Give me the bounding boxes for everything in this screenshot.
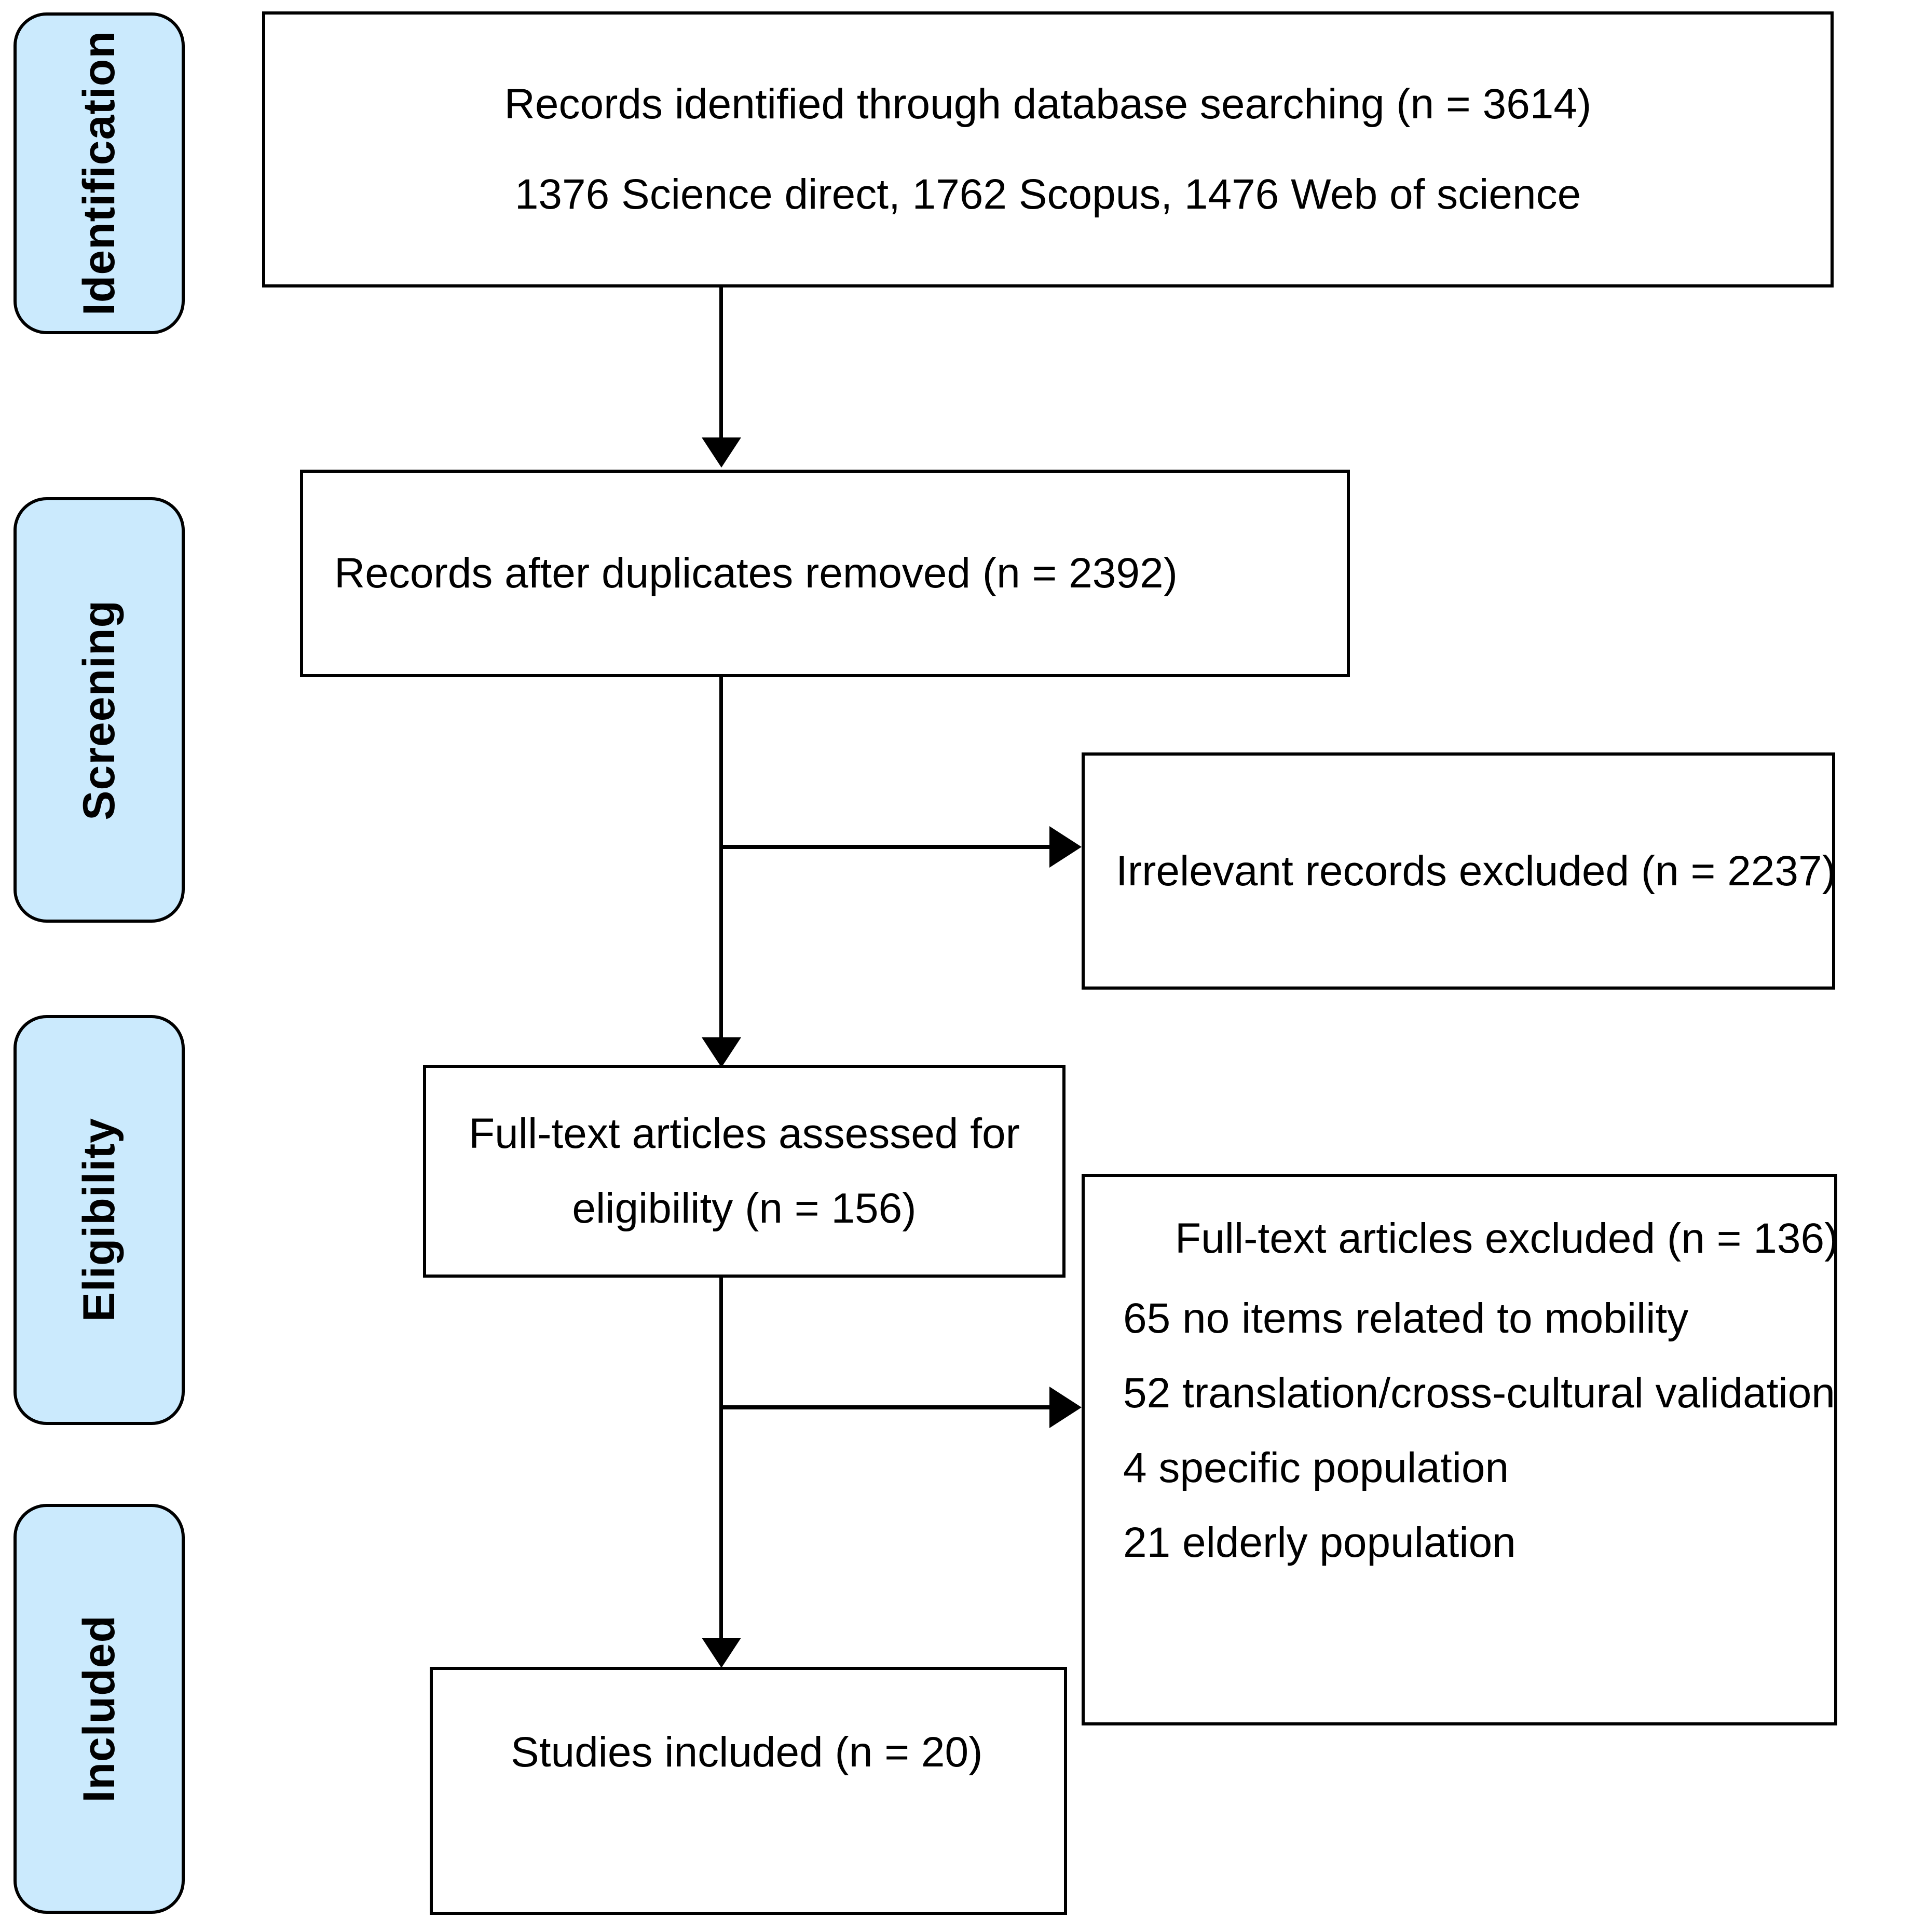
records-after-duplicates-line1: Records after duplicates removed (n = 23…: [334, 550, 1178, 597]
spacer: [457, 1155, 1031, 1187]
fulltext-assessed-line2: eligibility (n = 156): [572, 1185, 917, 1232]
arrowhead-identified-to-dedup: [702, 437, 741, 468]
spacer: [1123, 1489, 1834, 1522]
node-fulltext-excluded: Full-text articles excluded (n = 136) 65…: [1082, 1174, 1839, 1725]
spacer: [1123, 1340, 1834, 1372]
stage-included: Included: [13, 1504, 185, 1914]
arrowhead-dedup-to-irrelevant: [1049, 826, 1082, 868]
node-records-identified: Records identified through database sear…: [262, 11, 1834, 287]
node-irrelevant-records-excluded: Irrelevant records excluded (n = 2237): [1082, 752, 1836, 990]
stage-identification: Identification: [13, 12, 185, 334]
node-records-after-duplicates: Records after duplicates removed (n = 23…: [300, 470, 1350, 677]
spacer: [1123, 1415, 1834, 1447]
node-fulltext-assessed: Full-text articles assessed for eligibil…: [423, 1065, 1066, 1278]
connector-dedup-to-irrelevant: [721, 845, 1052, 849]
records-identified-line2: 1376 Science direct, 1762 Scopus, 1476 W…: [514, 171, 1581, 218]
fulltext-excluded-reason-2: 52 translation/cross-cultural validation: [1123, 1369, 1835, 1417]
node-studies-included: Studies included (n = 20): [430, 1667, 1067, 1915]
studies-included-line1: Studies included (n = 20): [511, 1729, 983, 1776]
connector-identified-to-dedup: [719, 287, 723, 441]
stage-identification-label: Identification: [74, 31, 124, 316]
spacer: [1123, 1260, 1834, 1297]
fulltext-excluded-reason-3: 4 specific population: [1123, 1444, 1509, 1491]
fulltext-excluded-reason-4: 21 elderly population: [1123, 1519, 1516, 1566]
stage-eligibility: Eligibility: [13, 1015, 185, 1425]
stage-included-label: Included: [74, 1615, 124, 1803]
records-identified-line1: Records identified through database sear…: [504, 80, 1592, 128]
arrowhead-dedup-to-fulltext: [702, 1037, 741, 1067]
arrowhead-fulltext-to-excluded: [1049, 1387, 1082, 1428]
fulltext-excluded-reason-1: 65 no items related to mobility: [1123, 1295, 1689, 1342]
connector-dedup-to-fulltext: [719, 677, 723, 1040]
stage-screening: Screening: [13, 497, 185, 923]
arrowhead-fulltext-to-included: [702, 1638, 741, 1668]
connector-fulltext-to-included: [719, 1278, 723, 1641]
irrelevant-records-excluded-line1: Irrelevant records excluded (n = 2237): [1116, 847, 1836, 895]
stage-eligibility-label: Eligibility: [74, 1118, 124, 1322]
fulltext-assessed-line1: Full-text articles assessed for: [469, 1110, 1020, 1157]
connector-fulltext-to-excluded: [721, 1405, 1052, 1409]
stage-screening-label: Screening: [74, 599, 124, 820]
fulltext-excluded-heading: Full-text articles excluded (n = 136): [1175, 1215, 1839, 1262]
spacer: [296, 126, 1799, 173]
